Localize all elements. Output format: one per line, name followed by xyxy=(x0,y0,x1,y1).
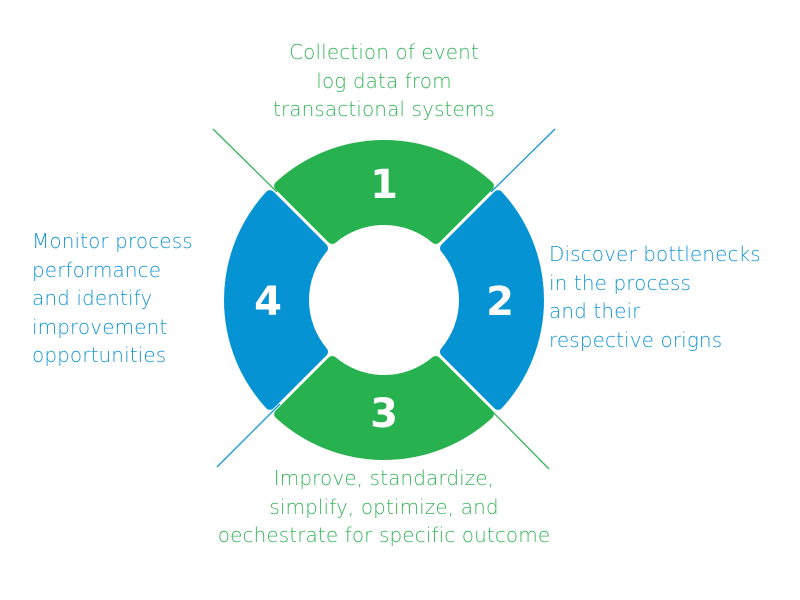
step-1-description: Collection of event log data from transa… xyxy=(200,38,568,124)
step-4-line: improvement xyxy=(32,314,168,339)
ring-segment-2 xyxy=(439,190,544,410)
step-3-description: Improve, standardize, simplify, optimize… xyxy=(170,464,598,550)
step-4-description: Monitor process performance and identify… xyxy=(32,227,193,370)
connector-line-top-right xyxy=(490,128,556,193)
step-4-line: and identify xyxy=(32,286,153,310)
step-2-description: Discover bottlenecks in the process and … xyxy=(549,240,761,354)
connector-line-bottom-right xyxy=(485,404,550,470)
step-2-line: in the process xyxy=(549,270,692,295)
step-1-line: Collection of event xyxy=(289,40,479,64)
step-2-line: respective origns xyxy=(549,327,723,352)
step-number-1: 1 xyxy=(370,162,398,208)
step-2-line: Discover bottlenecks xyxy=(549,242,761,266)
step-3-line: oechestrate for specific outcome xyxy=(217,523,551,547)
ring-segment-1 xyxy=(274,140,494,245)
step-4-line: Monitor process xyxy=(32,229,193,253)
connector-line-top-left xyxy=(212,128,278,193)
ring-segment-3 xyxy=(274,355,494,460)
connector-line-bottom-left xyxy=(216,403,281,468)
ring-segment-4 xyxy=(224,190,329,410)
step-4-line: opportunities xyxy=(32,343,167,367)
step-1-line: log data from xyxy=(316,68,452,93)
step-3-line: simplify, optimize, and xyxy=(269,494,499,519)
step-2-line: and their xyxy=(549,299,641,323)
step-1-line: transactional systems xyxy=(273,97,495,121)
step-3-line: Improve, standardize, xyxy=(273,466,495,490)
step-number-4: 4 xyxy=(254,279,282,325)
step-number-2: 2 xyxy=(486,279,514,325)
step-number-3: 3 xyxy=(370,391,398,437)
step-4-line: performance xyxy=(32,257,162,282)
